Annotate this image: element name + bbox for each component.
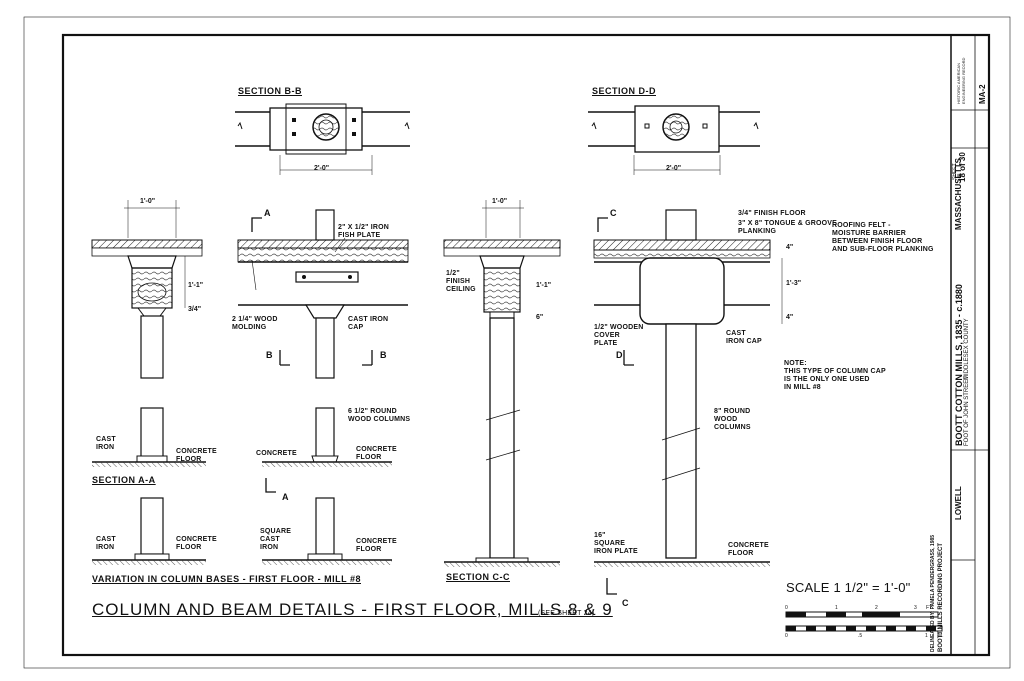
- title-block-city: LOWELL: [954, 486, 963, 520]
- label-concrete-floor-1: CONCRETE FLOOR: [176, 448, 217, 463]
- marker-b-left: B: [266, 350, 273, 360]
- title-block-county: MIDDLESEX COUNTY: [964, 318, 970, 380]
- section-dd-title: SECTION D-D: [592, 86, 656, 96]
- title-block-recording-project: BOOTT MILLS RECORDING PROJECT: [938, 542, 944, 652]
- marker-b-right: B: [380, 350, 387, 360]
- title-block-delineator: DELINEATED BY: PAMELA PENDERGRASS, 1985: [930, 534, 936, 652]
- dim-1-1-c: 1'-1": [536, 282, 552, 289]
- dim-1-1-a: 1'-1": [188, 282, 204, 289]
- title-block-survey-no: MA-2: [978, 84, 987, 104]
- dim-4in-bottom: 4": [786, 314, 794, 321]
- label-round-wood-columns-c: 8" ROUND WOOD COLUMNS: [714, 408, 751, 431]
- variation-title: VARIATION IN COLUMN BASES - FIRST FLOOR …: [92, 574, 361, 584]
- label-tongue-groove: 3" x 8" TONGUE & GROOVE PLANKING: [738, 220, 838, 235]
- label-wood-molding: 2 1/4" WOOD MOLDING: [232, 316, 278, 331]
- scale-m-unit: M.: [938, 633, 944, 639]
- marker-a-bottom: A: [282, 492, 289, 502]
- dim-2ft-dd: 2'-0": [666, 165, 682, 172]
- title-block-survey-name: HISTORIC AMERICAN ENGINEERING RECORD: [956, 57, 966, 104]
- base-detail-3: [92, 497, 206, 565]
- see-sheet-note: (SEE SHEET 24): [538, 610, 595, 617]
- label-square-cast-iron: SQUARE CAST IRON: [260, 528, 292, 551]
- scale-ft-unit: FT.: [926, 605, 933, 611]
- dim-2ft-bb: 2'-0": [314, 165, 330, 172]
- label-concrete-floor-4: CONCRETE FLOOR: [356, 538, 397, 553]
- base-detail-4: [262, 497, 392, 565]
- scale-ft-2: 2: [875, 605, 878, 611]
- label-iron-fish-plate: 2" x 1/2" IRON FISH PLATE: [338, 224, 390, 239]
- marker-c-top: C: [610, 208, 617, 218]
- label-wooden-cover-plate: 1/2" WOODEN COVER PLATE: [594, 324, 644, 347]
- marker-c-bottom: C: [622, 598, 629, 608]
- label-square-iron-plate: 16" SQUARE IRON PLATE: [594, 532, 638, 555]
- title-block-address: FOOT OF JOHN STREET: [964, 376, 970, 446]
- dim-6in-c: 6": [536, 314, 544, 321]
- section-aa-title: SECTION A-A: [92, 475, 156, 485]
- label-round-wood-columns-a: 6 1/2" ROUND WOOD COLUMNS: [348, 408, 411, 423]
- label-cast-iron-cap: CAST IRON CAP: [348, 316, 389, 331]
- label-cast-iron-2: CAST IRON: [96, 536, 116, 551]
- section-dd-plan: [588, 105, 760, 175]
- scale-ft-3: 3: [914, 605, 917, 611]
- outer-border: [23, 16, 1011, 669]
- label-roofing-felt: ROOFING FELT - MOISTURE BARRIER BETWEEN …: [832, 222, 934, 253]
- label-concrete-floor-5: CONCRETE FLOOR: [728, 542, 769, 557]
- scale-ft-1: 1: [835, 605, 838, 611]
- column-b-elevation: [237, 209, 409, 379]
- scale-m-0: 0: [785, 633, 788, 639]
- dim-1ft-c: 1'-0": [492, 198, 508, 205]
- section-cut-markers: [251, 217, 634, 595]
- label-finish-ceiling: 1/2" FINISH CEILING: [446, 270, 476, 293]
- label-concrete-floor-2: CONCRETE FLOOR: [356, 446, 397, 461]
- marker-a-top: A: [264, 208, 271, 218]
- dim-4in-top: 4": [786, 244, 794, 251]
- section-bb-plan: [235, 103, 410, 175]
- column-c-elevation: [443, 200, 561, 567]
- scale-ft-0: 0: [785, 605, 788, 611]
- base-detail-2: [262, 407, 392, 467]
- inner-border: [61, 33, 991, 657]
- drawing-title: COLUMN AND BEAM DETAILS - FIRST FLOOR, M…: [92, 600, 613, 619]
- label-concrete-floor-3: CONCRETE FLOOR: [176, 536, 217, 551]
- graphic-scale: [785, 611, 943, 632]
- dim-3q-a: 3/4": [188, 306, 202, 313]
- section-bb-title: SECTION B-B: [238, 86, 302, 96]
- column-d-elevation: [593, 209, 783, 567]
- marker-d: D: [616, 350, 623, 360]
- title-block-project: BOOTT COTTON MILLS, 1835 - c.1880: [954, 284, 964, 446]
- section-cc-title: SECTION C-C: [446, 572, 510, 582]
- label-note: NOTE: THIS TYPE OF COLUMN CAP IS THE ONL…: [784, 360, 886, 391]
- label-cast-iron-cap-dd: CAST IRON CAP: [726, 330, 762, 345]
- column-a-elevation: [91, 200, 203, 379]
- title-block-sheet-no: 18 of 30: [958, 152, 967, 182]
- label-concrete: CONCRETE: [256, 450, 297, 457]
- base-detail-1: [92, 407, 206, 467]
- scale-m-half: .5: [858, 633, 863, 639]
- label-cast-iron-1: CAST IRON: [96, 436, 116, 451]
- dim-1-3-d: 1'-3": [786, 280, 802, 287]
- label-finish-floor: 3/4" FINISH FLOOR: [738, 210, 806, 217]
- scale-label: SCALE 1 1/2" = 1'-0": [786, 580, 911, 595]
- scale-m-1: 1: [925, 633, 928, 639]
- dim-1ft-a: 1'-0": [140, 198, 156, 205]
